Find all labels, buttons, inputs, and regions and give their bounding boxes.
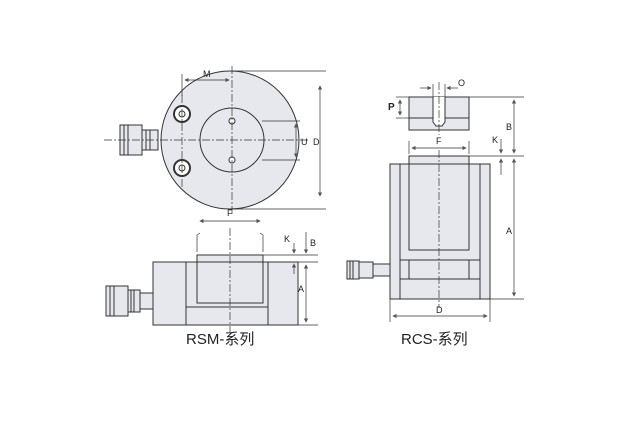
rsm-side-label-k: K	[284, 234, 290, 244]
rsm-top-coupler	[119, 124, 159, 156]
rsm-top-label-m: M	[203, 69, 211, 79]
rcs-top-label-p: P	[388, 102, 395, 113]
rcs-main-view	[346, 96, 524, 322]
rsm-side-view	[105, 218, 318, 332]
rsm-caption: RSM-系列	[186, 331, 254, 348]
rcs-top-label-o: O	[458, 78, 465, 88]
rcs-main-label-f: F	[436, 136, 442, 146]
rsm-side-label-a: A	[298, 284, 304, 294]
rsm-side-body	[152, 261, 299, 326]
rsm-top-view	[104, 66, 326, 214]
rsm-top-label-u: U	[301, 137, 308, 147]
rsm-top-label-d: D	[313, 137, 320, 147]
rsm-side-coupler	[105, 285, 154, 317]
rcs-caption: RCS-系列	[401, 331, 468, 348]
rcs-main-label-b: B	[506, 122, 512, 132]
rsm-side-label-f: F	[227, 208, 233, 218]
rcs-main-label-d: D	[436, 305, 443, 315]
rcs-top-view	[396, 82, 470, 135]
rcs-main-label-a: A	[506, 226, 512, 236]
rsm-side-label-b: B	[310, 238, 316, 248]
rcs-main-label-k: K	[492, 135, 498, 145]
rcs-main-body	[389, 163, 491, 300]
rcs-main-coupler	[346, 260, 391, 280]
